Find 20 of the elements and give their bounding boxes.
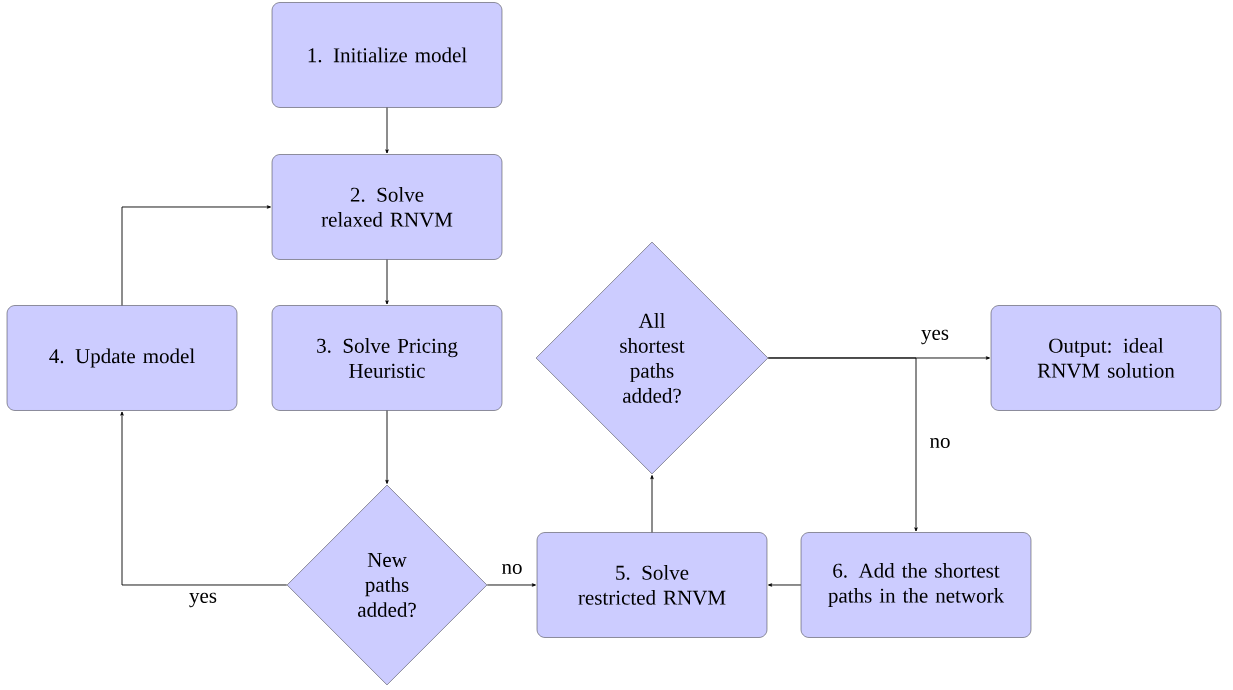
edge-label: yes xyxy=(188,591,218,609)
process-box: 1. Initialize model xyxy=(271,2,503,108)
arrow xyxy=(486,583,536,587)
arrow xyxy=(385,410,389,484)
arrow xyxy=(385,259,389,305)
process-box: 3. Solve Pricing Heuristic xyxy=(271,305,503,411)
arrow xyxy=(650,475,654,533)
arrow xyxy=(768,583,802,587)
arrow xyxy=(121,205,271,306)
arrow xyxy=(385,107,389,154)
edge-label: no xyxy=(928,436,952,450)
process-box: 2. Solve relaxed RNVM xyxy=(271,154,503,260)
arrow xyxy=(120,411,288,586)
arrow xyxy=(767,357,918,532)
edge-label: yes xyxy=(920,328,950,346)
process-box: 5. Solve restricted RNVM xyxy=(536,532,768,638)
edge-label: no xyxy=(500,562,524,576)
process-box: 6. Add the shortest paths in the network xyxy=(800,532,1032,638)
process-box: Output: ideal RNVM solution xyxy=(990,305,1222,411)
process-box: 4. Update model xyxy=(6,305,238,411)
